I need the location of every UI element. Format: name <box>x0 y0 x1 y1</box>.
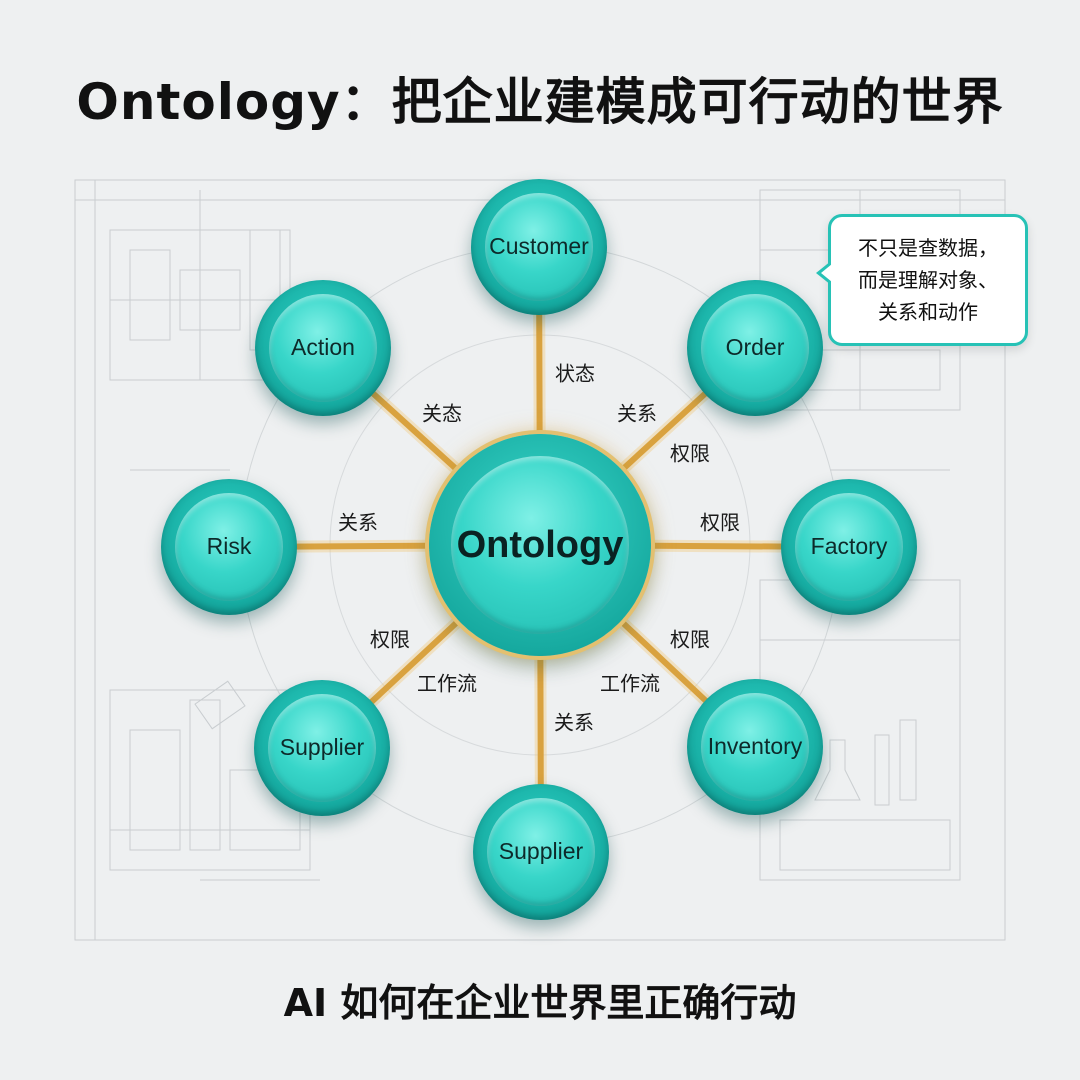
node-action: Action <box>255 280 391 416</box>
node-risk: Risk <box>161 479 297 615</box>
node-inventory-core: Inventory <box>700 692 810 802</box>
edge-label-action: 关态 <box>422 401 462 426</box>
edge-label-inventory: 工作流 <box>600 671 660 696</box>
node-risk-ring: Risk <box>161 479 297 615</box>
node-action-core: Action <box>268 293 378 403</box>
edge-label-risk: 关系 <box>338 510 378 535</box>
edge-label-inventory: 权限 <box>670 627 710 652</box>
callout-line: 不只是查数据， <box>858 236 998 260</box>
node-supplier-bottom-core: Supplier <box>486 797 596 907</box>
node-customer-ring: Customer <box>471 179 607 315</box>
node-supplier-bottom-label: Supplier <box>498 838 584 865</box>
callout-line: 而是理解对象、 <box>858 268 998 292</box>
node-risk-core: Risk <box>174 492 284 602</box>
callout-line: 关系和动作 <box>878 300 978 324</box>
edge-label-customer: 状态 <box>555 361 595 386</box>
node-supplier-left: Supplier <box>254 680 390 816</box>
center-node-ontology-ring: Ontology <box>429 434 651 656</box>
node-factory-core: Factory <box>794 492 904 602</box>
edge-label-supplier-left: 工作流 <box>417 671 477 696</box>
node-order-label: Order <box>725 334 785 361</box>
node-supplier-bottom: Supplier <box>473 784 609 920</box>
node-customer-core: Customer <box>484 192 594 302</box>
node-order-core: Order <box>700 293 810 403</box>
page-title: Ontology：把企业建模成可行动的世界 <box>76 73 1004 131</box>
callout-bubble: 不只是查数据， 而是理解对象、 关系和动作 <box>816 214 1028 346</box>
page-subtitle: AI 如何在企业世界里正确行动 <box>283 981 797 1025</box>
edge-label-order: 权限 <box>670 441 710 466</box>
edge-label-factory: 权限 <box>700 510 740 535</box>
node-action-ring: Action <box>255 280 391 416</box>
node-inventory-label: Inventory <box>707 733 803 760</box>
center-node-ontology: Ontology <box>429 434 651 656</box>
node-factory-label: Factory <box>810 533 888 560</box>
node-supplier-bottom-ring: Supplier <box>473 784 609 920</box>
node-customer: Customer <box>471 179 607 315</box>
node-inventory-ring: Inventory <box>687 679 823 815</box>
node-order-ring: Order <box>687 280 823 416</box>
node-action-label: Action <box>291 334 355 361</box>
node-inventory: Inventory <box>687 679 823 815</box>
node-factory-ring: Factory <box>781 479 917 615</box>
node-risk-label: Risk <box>206 533 252 560</box>
node-supplier-left-ring: Supplier <box>254 680 390 816</box>
edge-label-supplier-bottom: 关系 <box>554 710 594 735</box>
edge-label-order: 关系 <box>617 401 657 426</box>
node-supplier-left-core: Supplier <box>267 693 377 803</box>
center-node-ontology-label: Ontology <box>456 523 624 566</box>
center-node-ontology-core: Ontology <box>451 456 629 634</box>
callout-tail-inner <box>821 264 832 282</box>
node-factory: Factory <box>781 479 917 615</box>
node-customer-label: Customer <box>489 233 589 260</box>
edge-label-supplier-left: 权限 <box>370 627 410 652</box>
node-supplier-left-label: Supplier <box>279 734 365 761</box>
node-order: Order <box>687 280 823 416</box>
